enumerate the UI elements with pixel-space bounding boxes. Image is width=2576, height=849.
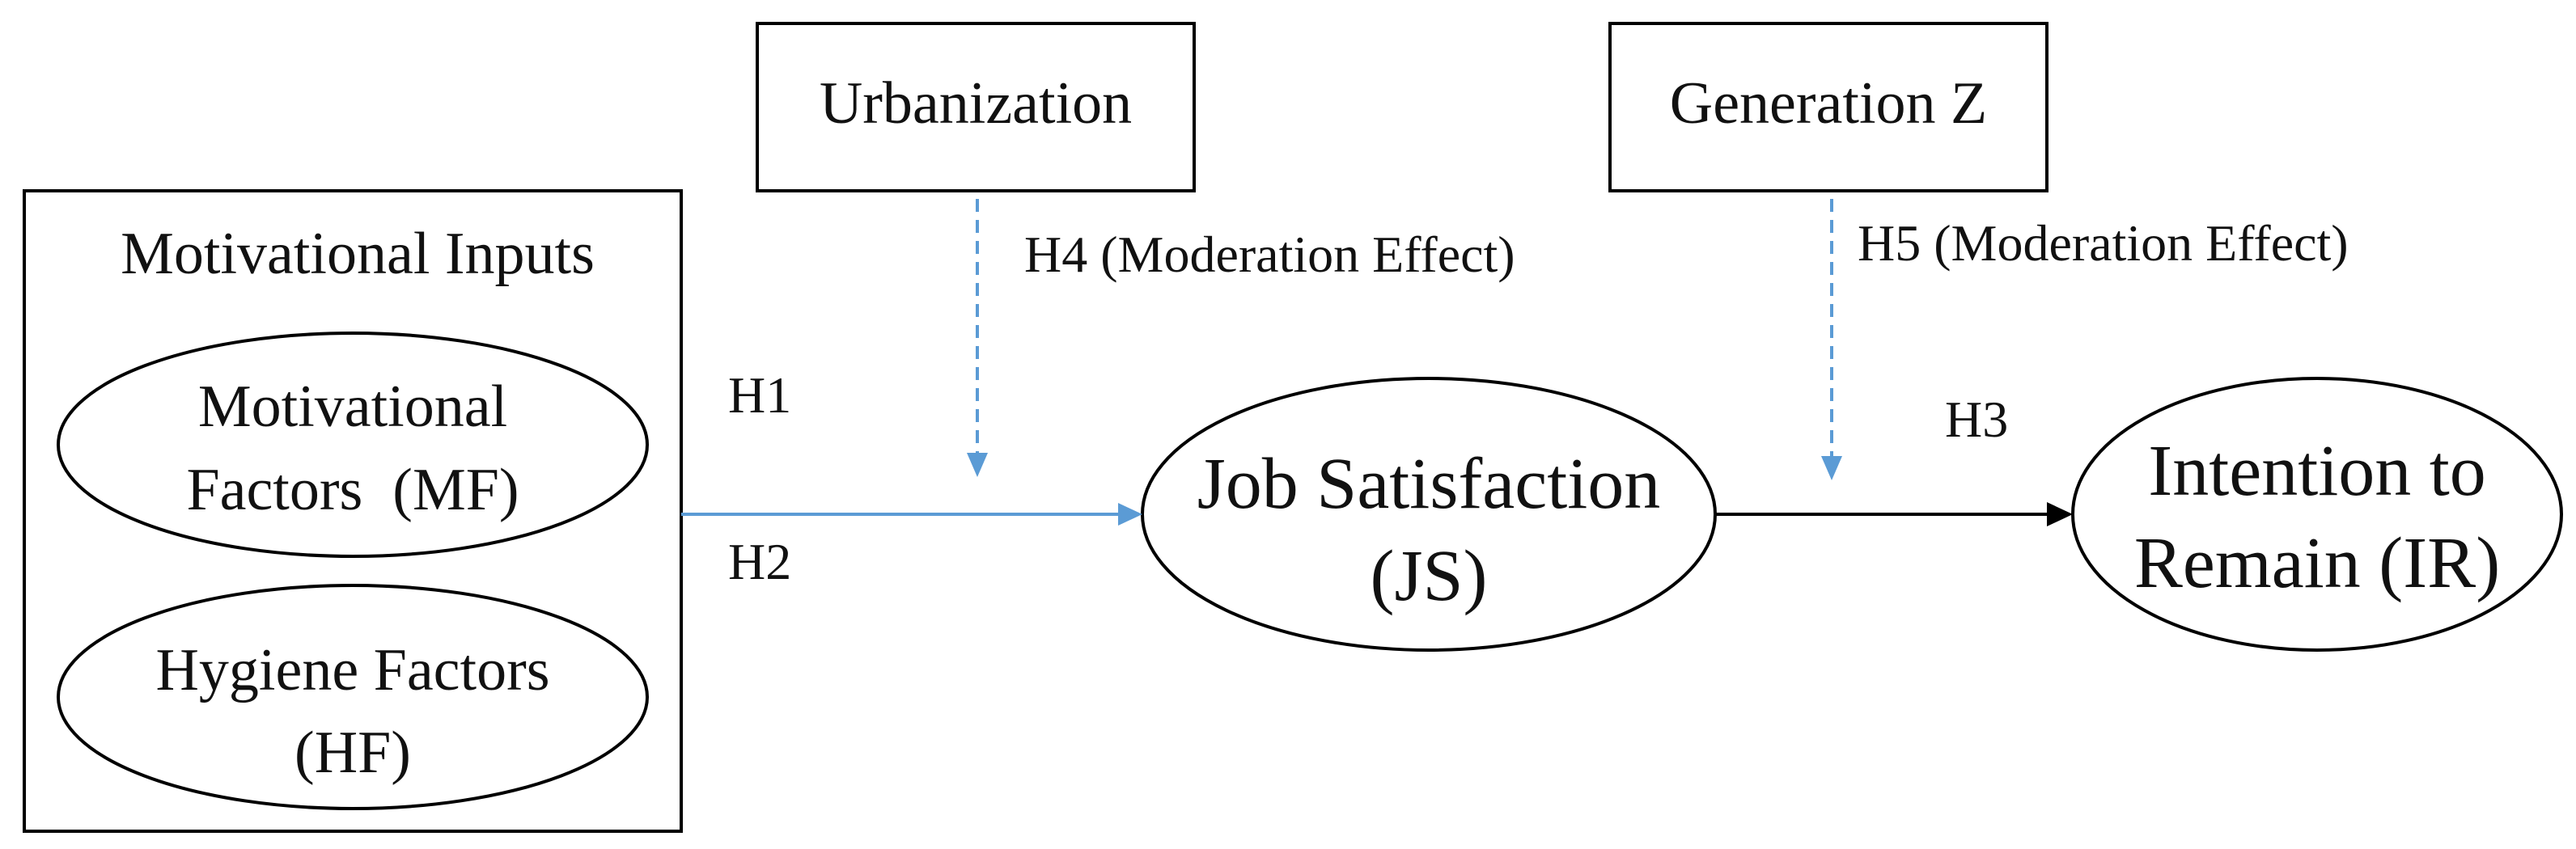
job-satisfaction-node: Job Satisfaction (JS) (1141, 377, 1717, 652)
hygiene-factors-label-line1: Hygiene Factors (155, 637, 549, 703)
intention-to-remain-label-line2: Remain (IR) (2134, 523, 2500, 603)
urbanization-node: Urbanization (756, 22, 1196, 192)
motivational-factors-node: Motivational Factors (MF) (57, 332, 649, 558)
arrow-inputs-to-js (681, 503, 1142, 526)
intention-to-remain-label-line1: Intention to (2148, 431, 2485, 511)
job-satisfaction-label-line1: Job Satisfaction (1197, 444, 1660, 524)
hypothesis-h2-label: H2 (728, 533, 791, 590)
generation-z-label: Generation Z (1670, 70, 1987, 137)
moderation-arrow-urbanization (967, 199, 988, 477)
moderation-arrow-generation-z (1821, 199, 1842, 480)
hygiene-factors-node: Hygiene Factors (HF) (57, 584, 649, 810)
job-satisfaction-label-line2: (JS) (1370, 536, 1487, 616)
motivational-inputs-group: Motivational Inputs Motivational Factors… (23, 189, 683, 833)
hypothesis-h4-label: H4 (Moderation Effect) (1024, 226, 1515, 283)
motivational-factors-label-line2: Factors (MF) (186, 457, 519, 523)
hypothesis-h5-label: H5 (Moderation Effect) (1858, 214, 2349, 272)
arrow-js-to-ir (1715, 502, 2073, 526)
motivational-inputs-title: Motivational Inputs (121, 221, 595, 287)
hypothesis-h1-label: H1 (728, 366, 791, 424)
intention-to-remain-node: Intention to Remain (IR) (2071, 377, 2563, 652)
hypothesis-h3-label: H3 (1945, 391, 2008, 448)
motivational-factors-label-line1: Motivational (198, 374, 507, 440)
generation-z-node: Generation Z (1608, 22, 2049, 192)
urbanization-label: Urbanization (820, 70, 1132, 137)
hygiene-factors-label-line2: (HF) (294, 720, 411, 786)
